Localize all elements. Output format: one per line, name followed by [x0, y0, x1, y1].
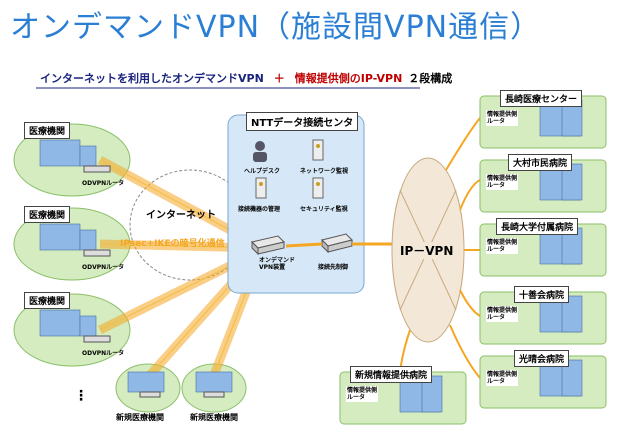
center-title: NTTデータ接続センタ [246, 112, 359, 131]
hospital-name-5: 光晴会病院 [514, 350, 570, 367]
facility-router-3: ODVPNルータ [82, 350, 125, 357]
center-item-security-monitor: セキュリティ監視 [300, 206, 348, 213]
new-facility-label-1: 新規医療機関 [116, 413, 164, 422]
subtitle-part3: ２段構成 [408, 72, 453, 85]
hospital-router-5: 情報提供側 ルータ [486, 370, 519, 386]
connector-control-label: 接続先制御 [318, 264, 349, 271]
hospital-router-1: 情報提供側 ルータ [486, 110, 519, 126]
facility-buildings [39, 139, 233, 393]
new-provider-name: 新規情報提供病院 [350, 366, 433, 383]
encryption-label: IPsec+IKEの暗号化通信 [120, 239, 225, 249]
hospital-name-3: 長崎大学付属病院 [496, 218, 579, 235]
center-item-device-management: 接続機器の管理 [238, 206, 281, 213]
facility-routers [83, 165, 225, 398]
subtitle-part2: 情報提供側のIP-VPN [294, 72, 403, 85]
ondemand-vpn-device-icon [251, 235, 285, 256]
subtitle-plus: ＋ [273, 72, 285, 85]
facility-label-3: 医療機関 [24, 292, 71, 309]
facility-router-1: ODVPNルータ [82, 180, 125, 187]
new-facility-label-2: 新規医療機関 [190, 413, 238, 422]
hospital-router-3: 情報提供側 ルータ [486, 238, 519, 254]
device-management-icon [255, 177, 267, 199]
hospital-name-1: 長崎医療センター [500, 90, 583, 107]
center-item-network-monitor: ネットワーク監視 [300, 168, 349, 175]
connector-device-icon [321, 233, 353, 254]
page-title: オンデマンドVPN（施設間VPN通信） [10, 10, 542, 45]
network-monitor-icon [312, 139, 324, 161]
more-facilities-ellipsis: ⋮ [74, 388, 88, 404]
center-item-helpdesk: ヘルプデスク [244, 168, 281, 175]
link-internal [285, 242, 323, 248]
facility-label-1: 医療機関 [24, 122, 71, 139]
facility-router-2: ODVPNルータ [82, 264, 125, 271]
subtitle: インターネットを利用したオンデマンドVPN ＋ 情報提供側のIP-VPN ２段構成 [40, 70, 452, 86]
hospital-name-2: 大村市民病院 [508, 154, 573, 171]
ondemand-vpn-label: オンデマンド VPN装置 [259, 257, 296, 271]
internet-label: インターネット [146, 210, 216, 221]
hospital-router-4: 情報提供側 ルータ [486, 306, 519, 322]
ipvpn-label: IP－VPN [400, 242, 454, 259]
security-monitor-icon [312, 177, 324, 199]
facility-label-2: 医療機関 [24, 206, 71, 223]
helpdesk-icon [253, 141, 267, 162]
new-provider-router: 情報提供側 ルータ [346, 386, 379, 402]
subtitle-part1: インターネットを利用したオンデマンドVPN [40, 72, 264, 85]
hospital-buildings [399, 99, 583, 413]
hospital-name-4: 十善会病院 [514, 286, 570, 303]
hospital-router-2: 情報提供側 ルータ [486, 174, 519, 190]
